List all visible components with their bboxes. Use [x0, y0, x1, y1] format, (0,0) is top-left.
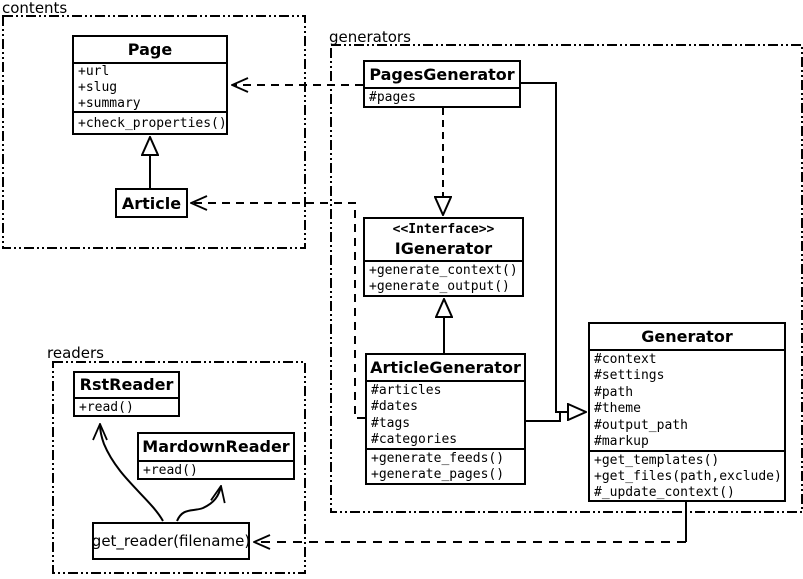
class-title: Article: [121, 193, 182, 213]
method: +read(): [79, 399, 134, 415]
class-title: Page: [74, 37, 226, 64]
class-generator: Generator #context #settings #path #them…: [588, 322, 786, 502]
attributes-compartment: #articles #dates #tags #categories: [367, 382, 524, 450]
class-page: Page +url +slug +summary +check_properti…: [72, 35, 228, 135]
attribute: #markup: [594, 434, 649, 450]
edge-articlegenerator-to-article-dependency: [191, 203, 365, 419]
class-title: RstReader: [75, 373, 178, 399]
method: +get_files(path,exclude): [594, 468, 782, 484]
attributes-compartment: +url +slug +summary: [74, 64, 226, 113]
class-title: ArticleGenerator: [367, 355, 524, 382]
package-label-readers: readers: [47, 344, 104, 362]
package-label-contents: contents: [2, 0, 68, 17]
function-get-reader: get_reader(filename): [92, 522, 250, 560]
method: +generate_context(): [369, 262, 518, 278]
package-label-generators: generators: [329, 28, 411, 46]
method: +generate_output(): [369, 279, 510, 295]
class-igenerator: <<Interface>> IGenerator +generate_conte…: [363, 217, 524, 297]
attribute: +summary: [78, 95, 141, 111]
attribute: #settings: [594, 368, 665, 384]
class-header: <<Interface>> IGenerator: [365, 219, 522, 262]
method: +check_properties(): [78, 115, 226, 131]
attribute: #path: [594, 384, 634, 400]
class-title: Generator: [590, 324, 784, 351]
function-label: get_reader(filename): [91, 532, 251, 550]
attribute: #articles: [371, 382, 442, 398]
attributes-compartment: #pages: [365, 89, 519, 106]
package-border-generators: [330, 44, 803, 513]
class-title: IGenerator: [394, 239, 493, 258]
attribute: #output_path: [594, 417, 688, 433]
class-mardownreader: MardownReader +read(): [137, 432, 295, 480]
attribute: #categories: [371, 432, 458, 448]
class-pagesgenerator: PagesGenerator #pages: [363, 60, 521, 108]
package-border-readers: [52, 361, 306, 574]
method: +read(): [143, 462, 198, 478]
edge-pagesgenerator-to-generator-generalization: [520, 82, 586, 412]
class-title: PagesGenerator: [365, 62, 519, 89]
attribute: #theme: [594, 401, 641, 417]
attributes-compartment: #context #settings #path #theme #output_…: [590, 351, 784, 452]
class-article: Article: [115, 188, 188, 218]
class-title: MardownReader: [139, 434, 293, 462]
method: #_update_context(): [594, 484, 735, 500]
attribute: #context: [594, 351, 657, 367]
class-rstreader: RstReader +read(): [73, 371, 180, 417]
package-border-contents: [2, 15, 306, 249]
edge-articlegenerator-to-generator-generalization: [525, 413, 561, 422]
methods-compartment: +read(): [75, 399, 178, 415]
methods-compartment: +generate_context() +generate_output(): [365, 262, 522, 295]
edge-getreader-to-mardownreader: [176, 486, 221, 522]
methods-compartment: +check_properties(): [74, 113, 226, 133]
stereotype: <<Interface>>: [392, 222, 495, 237]
attribute: +url: [78, 64, 110, 80]
method: +generate_pages(): [371, 467, 505, 483]
class-articlegenerator: ArticleGenerator #articles #dates #tags …: [365, 353, 526, 485]
attribute: #tags: [371, 415, 411, 431]
methods-compartment: +get_templates() +get_files(path,exclude…: [590, 452, 784, 500]
methods-compartment: +generate_feeds() +generate_pages(): [367, 450, 524, 483]
attribute: #dates: [371, 399, 418, 415]
method: +generate_feeds(): [371, 450, 505, 466]
edge-getreader-to-rstreader: [100, 424, 164, 522]
attribute: +slug: [78, 79, 118, 95]
method: +get_templates(): [594, 452, 720, 468]
methods-compartment: +read(): [139, 462, 293, 478]
attribute: #pages: [369, 90, 416, 105]
